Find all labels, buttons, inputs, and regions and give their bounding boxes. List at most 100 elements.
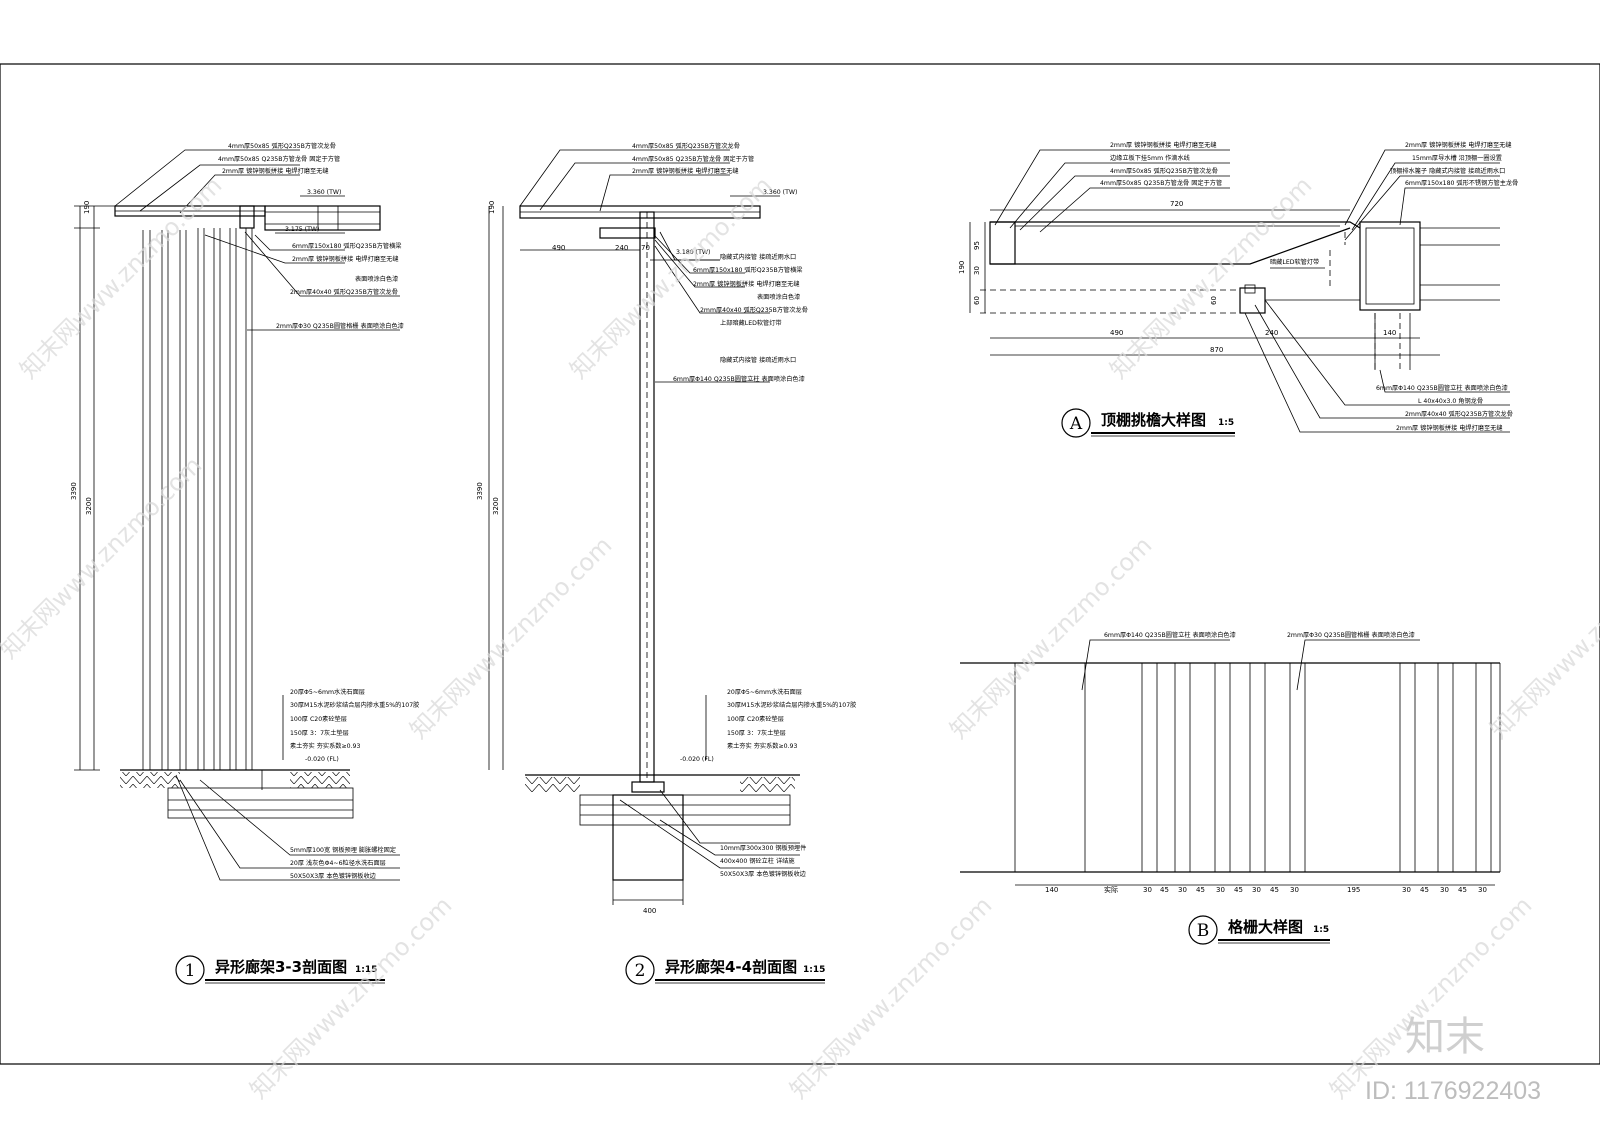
watermark-text: 知末网www.znzmo.com (564, 171, 777, 384)
d2-level-top: 3.360 (TW) (763, 189, 797, 196)
db-dim: 195 (1347, 886, 1360, 894)
db-dim: 45 (1160, 886, 1169, 894)
db-dim: 30 (1290, 886, 1299, 894)
d2-bottom-note: 10mm厚300x300 钢板预埋件 (720, 844, 806, 852)
db-dim: 30 (1478, 886, 1487, 894)
db-dim: 30 (1440, 886, 1449, 894)
d2-floor-note: 30厚M15水泥砂浆结合层内掺水重5%的107胶 (727, 701, 856, 709)
d2-top-note: 2mm厚 镀锌钢板拼接 电焊打磨至无缝 (632, 167, 739, 175)
d2-mid-note: 隐藏式内接管 接疏近雨水口 (720, 356, 796, 364)
drawing-1-number: 1 (185, 961, 196, 981)
db-dim: 45 (1458, 886, 1467, 894)
da-dim: 95 (973, 241, 981, 250)
da-led-label: 暗藏LED软管灯带 (1270, 258, 1319, 266)
da-right-note: 2mm厚 镀锌钢板拼接 电焊打磨至无缝 (1405, 141, 1512, 149)
d1-floor-note: 素土夯实 夯实系数≥0.93 (290, 742, 360, 750)
drawing-2-number: 2 (635, 961, 646, 981)
da-bottom-note: 2mm厚 镀锌钢板拼接 电焊打磨至无缝 (1396, 424, 1503, 432)
d2-mid-note: 隐藏式内接管 接疏近雨水口 (720, 253, 796, 261)
db-dim: 30 (1216, 886, 1225, 894)
d2-mid-note: 2mm厚40x40 弧形Q235B方管次龙骨 (700, 306, 808, 314)
db-dim: 30 (1143, 886, 1152, 894)
d2-dim: 3390 (476, 482, 484, 500)
d1-dim: 190 (83, 201, 91, 214)
drawing-1-scale: 1:15 (355, 965, 377, 975)
da-right-note: 顶棚排水篦子 隐藏式内接管 接疏近雨水口 (1390, 167, 1505, 175)
d2-dim: 240 (615, 244, 628, 252)
drawing-2-bubble (625, 955, 655, 985)
da-bottom-note: L 40x40x3.0 角钢龙骨 (1418, 397, 1483, 405)
d1-floor-level: -0.020 (FL) (305, 756, 339, 763)
d1-dim: 3390 (70, 482, 78, 500)
d2-floor-level: -0.020 (FL) (680, 756, 714, 763)
d2-bottom-note: 50X50X3厚 本色镀锌钢板收边 (720, 870, 807, 878)
section-2-drawing (488, 149, 800, 905)
d1-mid-note: 2mm厚40x40 弧形Q235B方管次龙骨 (290, 288, 398, 296)
d2-dim: 3200 (492, 497, 500, 515)
d1-floor-note: 20厚Φ5~6mm水洗石面层 (290, 688, 365, 696)
drawing-2-scale: 1:15 (803, 965, 825, 975)
da-left-note: 2mm厚 镀锌钢板拼接 电焊打磨至无缝 (1110, 141, 1217, 149)
d1-bottom-note: 5mm厚100宽 钢板预埋 膨胀螺栓固定 (290, 846, 396, 854)
watermark-text: 知末网www.znzmo.com (1484, 531, 1600, 744)
da-dim: 240 (1265, 329, 1278, 337)
da-dim: 60 (1210, 296, 1218, 305)
detail-a-scale: 1:5 (1218, 418, 1234, 428)
da-left-note: 4mm厚50x85 弧形Q235B方管次龙骨 (1110, 167, 1218, 175)
detail-a-letter: A (1069, 414, 1083, 434)
d2-floor-note: 素土夯实 夯实系数≥0.93 (727, 742, 797, 750)
d2-floor-note: 150厚 3：7灰土垫层 (727, 729, 786, 737)
d2-level-mid: 3.180 (TW) (676, 249, 710, 256)
detail-b-bubble (1188, 915, 1218, 945)
db-dim: 实际 (1104, 885, 1118, 894)
da-dim: 870 (1210, 346, 1223, 354)
d2-dim: 490 (552, 244, 565, 252)
d1-bottom-note: 50X50X3厚 本色镀锌钢板收边 (290, 872, 377, 880)
da-bottom-note: 2mm厚40x40 弧形Q235B方管次龙骨 (1405, 410, 1513, 418)
da-right-note: 15mm厚导水槽 沿顶棚一圈设置 (1412, 154, 1502, 162)
d2-dim: 400 (643, 907, 656, 915)
d2-bottom-note: 400x400 钢砼立柱 详结施 (720, 857, 795, 865)
d1-mid-note: 2mm厚 镀锌钢板拼接 电焊打磨至无缝 (292, 255, 399, 263)
da-dim: 30 (973, 266, 981, 275)
db-dim: 45 (1196, 886, 1205, 894)
da-dim: 60 (973, 296, 981, 305)
d1-floor-note: 30厚M15水泥砂浆结合层内掺水重5%的107胶 (290, 701, 419, 709)
da-dim: 140 (1383, 329, 1396, 337)
d2-mid-note: 6mm厚Φ140 Q235B圆管立柱 表面喷涂白色漆 (673, 375, 805, 383)
d1-level-mid: 3.175 (TW) (285, 226, 319, 233)
sheet-border (0, 63, 1600, 1065)
db-dim: 30 (1178, 886, 1187, 894)
d2-dim: 70 (641, 244, 650, 252)
db-dim: 45 (1270, 886, 1279, 894)
da-left-note: 4mm厚50x85 Q235B方管龙骨 固定于方管 (1100, 179, 1222, 187)
detail-b-scale: 1:5 (1313, 925, 1329, 935)
d2-top-note: 4mm厚50x85 弧形Q235B方管次龙骨 (632, 142, 740, 150)
d1-mid-note: 表面喷涂白色漆 (355, 275, 398, 283)
d2-mid-note: 表面喷涂白色漆 (757, 293, 800, 301)
d1-floor-note: 100厚 C20素砼垫层 (290, 715, 347, 723)
detail-a-drawing (969, 149, 1510, 433)
d1-top-note: 4mm厚50x85 弧形Q235B方管次龙骨 (228, 142, 336, 150)
d1-top-note: 4mm厚50x85 Q235B方管龙骨 固定于方管 (218, 155, 340, 163)
d2-mid-note: 2mm厚 镀锌钢板拼接 电焊打磨至无缝 (693, 280, 800, 288)
drawing-1-bubble (175, 955, 205, 985)
da-dim: 490 (1110, 329, 1123, 337)
da-left-note: 边缘立板下挂5mm 作滴水线 (1110, 154, 1190, 162)
da-dim: 190 (958, 261, 966, 274)
d1-top-note: 2mm厚 镀锌钢板拼接 电焊打磨至无缝 (222, 167, 329, 175)
watermark-text: 知末网www.znzmo.com (0, 451, 207, 664)
watermark-text: 知末网www.znzmo.com (1324, 891, 1537, 1104)
d2-floor-note: 100厚 C20素砼垫层 (727, 715, 784, 723)
da-right-note: 6mm厚150x180 弧形不锈钢方管主龙骨 (1405, 179, 1518, 187)
db-dim: 140 (1045, 886, 1058, 894)
detail-b-drawing (960, 639, 1501, 886)
watermark-text: 知末网www.znzmo.com (404, 531, 617, 744)
d2-mid-note: 上部暗藏LED软管灯带 (720, 319, 782, 327)
d2-mid-note: 6mm厚150x180 弧形Q235B方管横梁 (693, 266, 802, 274)
watermark-id: ID: 1176922403 (1365, 1077, 1541, 1105)
watermark-text: 知末网www.znzmo.com (784, 891, 997, 1104)
d2-floor-note: 20厚Φ5~6mm水洗石面层 (727, 688, 802, 696)
d1-bottom-note: 20厚 浅灰色Φ4~6粒径水洗石面层 (290, 859, 386, 867)
